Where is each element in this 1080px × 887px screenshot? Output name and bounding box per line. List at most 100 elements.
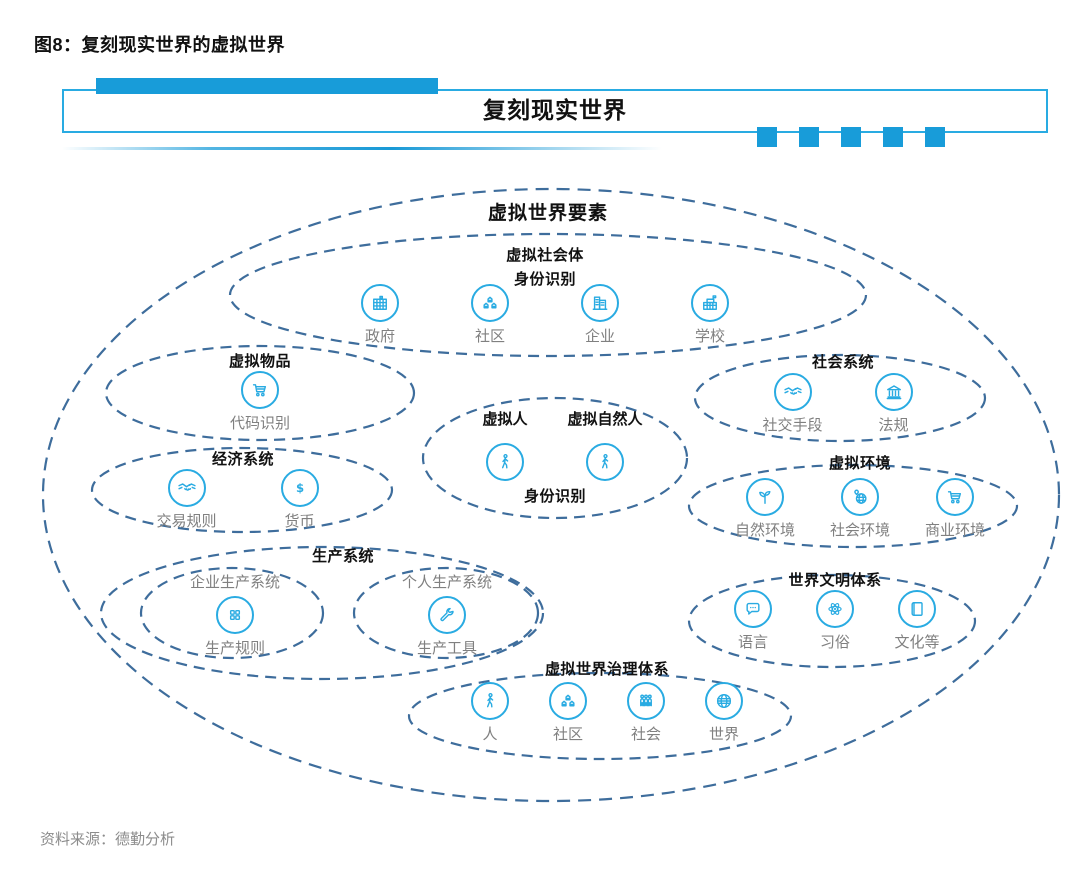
group-social-system: 社会系统 社交手段法规 xyxy=(693,351,993,435)
outer-ellipse-label: 虚拟世界要素 xyxy=(487,203,608,224)
item-language: 语言 xyxy=(716,590,790,652)
cart-icon xyxy=(241,371,279,409)
item-natural-environment: 自然环境 xyxy=(723,478,807,540)
item-virtual-natural-person: 虚拟自然人 xyxy=(555,408,655,481)
group-items: 交易规则 $ 货币 xyxy=(142,469,345,531)
group-heading: 生产系统 xyxy=(311,548,374,565)
dollar-icon: $ xyxy=(280,469,319,507)
sprout-icon xyxy=(746,478,784,516)
ellipse-virtual-social-body xyxy=(228,232,868,358)
wrench-icon xyxy=(428,596,466,634)
group-items: 自然环境社会环境商业环境 xyxy=(723,478,997,540)
book-icon xyxy=(898,590,936,628)
item-label: 社区 xyxy=(474,328,505,345)
item-school: 学校 xyxy=(665,284,755,346)
group-virtual-social-body: 虚拟社会体 身份识别 政府社区 企业 学校 xyxy=(285,244,805,346)
people-group-icon xyxy=(627,682,665,720)
source-note: 资料来源：德勤分析 xyxy=(40,831,176,848)
banner-decor-square xyxy=(841,127,861,147)
group-heading: 经济系统 xyxy=(211,451,274,468)
item-production-rules: 生产规则 xyxy=(175,596,295,658)
banner-decor-square xyxy=(925,127,945,147)
item-person: 人 xyxy=(455,682,525,744)
banner-underline xyxy=(62,147,662,150)
item-label: 社区 xyxy=(552,726,583,743)
ellipse-production-system xyxy=(99,545,545,681)
item-label: 社会 xyxy=(630,726,661,743)
item-label: 学校 xyxy=(694,328,725,345)
item-label: 货币 xyxy=(284,513,315,530)
banner-decor-square xyxy=(883,127,903,147)
group-items: 生产规则 xyxy=(175,596,295,658)
item-label: 代码识别 xyxy=(229,415,290,432)
item-label: 自然环境 xyxy=(734,522,795,539)
item-label: 习俗 xyxy=(819,634,850,651)
banner-box: 复刻现实世界 xyxy=(62,89,1048,133)
item-customs: 习俗 xyxy=(798,590,872,652)
ellipse-virtual-items xyxy=(104,344,416,442)
banner-decor-squares xyxy=(757,127,947,147)
item-virtual-person: 虚拟人 xyxy=(455,408,555,481)
walking-person-icon xyxy=(471,682,509,720)
item-label-above: 虚拟人 xyxy=(482,411,528,428)
group-items: 人社区社会世界 xyxy=(455,682,759,744)
school-building-icon xyxy=(691,284,729,322)
group-virtual-person: 虚拟人 虚拟自然人 身份识别 xyxy=(435,408,675,509)
item-regulations: 法规 xyxy=(851,373,937,435)
ellipse-virtual-person xyxy=(421,396,689,520)
item-government: 政府 xyxy=(335,284,425,346)
group-economic-system: 经济系统 交易规则 $ 货币 xyxy=(93,448,393,531)
item-society: 社会 xyxy=(611,682,681,744)
banner-title: 复刻现实世界 xyxy=(483,97,627,123)
item-community: 社区 xyxy=(533,682,603,744)
group-footer: 身份识别 xyxy=(523,488,586,505)
globe-pin-icon xyxy=(841,478,879,516)
ellipse-enterprise-production xyxy=(139,566,325,660)
item-business-environment: 商业环境 xyxy=(913,478,997,540)
item-currency: $ 货币 xyxy=(255,469,345,531)
group-enterprise-production: 企业生产系统 生产规则 xyxy=(135,571,335,658)
item-label: 语言 xyxy=(737,634,768,651)
item-enterprise: 企业 xyxy=(555,284,645,346)
cart-icon xyxy=(936,478,974,516)
grid-icon xyxy=(216,596,254,634)
community-houses-icon xyxy=(471,284,509,322)
item-production-tools: 生产工具 xyxy=(387,596,507,658)
item-code-identification: 代码识别 xyxy=(200,371,320,433)
group-items: 语言习俗文化等 xyxy=(716,590,954,652)
item-label: 人 xyxy=(482,726,498,743)
item-label: 商业环境 xyxy=(924,522,985,539)
walking-person-icon xyxy=(486,443,524,481)
item-label: 企业 xyxy=(584,328,615,345)
ellipse-personal-production xyxy=(352,566,540,660)
globe-icon xyxy=(705,682,743,720)
group-heading-line2: 身份识别 xyxy=(513,271,576,288)
item-community: 社区 xyxy=(445,284,535,346)
ellipse-world-civilization xyxy=(687,573,977,669)
item-label-above: 虚拟自然人 xyxy=(567,411,643,428)
item-label: 法规 xyxy=(878,417,909,434)
ellipse-social-system xyxy=(693,353,987,443)
group-items: 生产工具 xyxy=(387,596,507,658)
group-items: 代码识别 xyxy=(200,371,320,433)
atom-icon xyxy=(816,590,854,628)
bank-icon xyxy=(874,373,913,411)
enterprise-building-icon xyxy=(581,284,619,322)
group-production-system: 生产系统 xyxy=(243,545,443,569)
group-heading: 虚拟社会体 xyxy=(506,247,584,264)
item-trade-rules: 交易规则 xyxy=(142,469,232,531)
group-heading: 虚拟环境 xyxy=(828,455,891,472)
group-personal-production: 个人生产系统 生产工具 xyxy=(347,571,547,658)
subgroup-heading: 个人生产系统 xyxy=(401,574,492,591)
group-items: 政府社区 企业 学校 xyxy=(335,284,755,346)
subgroup-heading: 企业生产系统 xyxy=(189,574,280,591)
handshake-icon xyxy=(167,469,206,507)
outer-ellipse xyxy=(41,187,1061,803)
item-label: 交易规则 xyxy=(156,513,217,530)
group-heading: 虚拟物品 xyxy=(228,353,291,370)
group-virtual-items: 虚拟物品 代码识别 xyxy=(150,350,370,433)
group-governance: 虚拟世界治理体系 人社区社会世界 xyxy=(442,658,772,744)
group-heading: 社会系统 xyxy=(811,354,874,371)
